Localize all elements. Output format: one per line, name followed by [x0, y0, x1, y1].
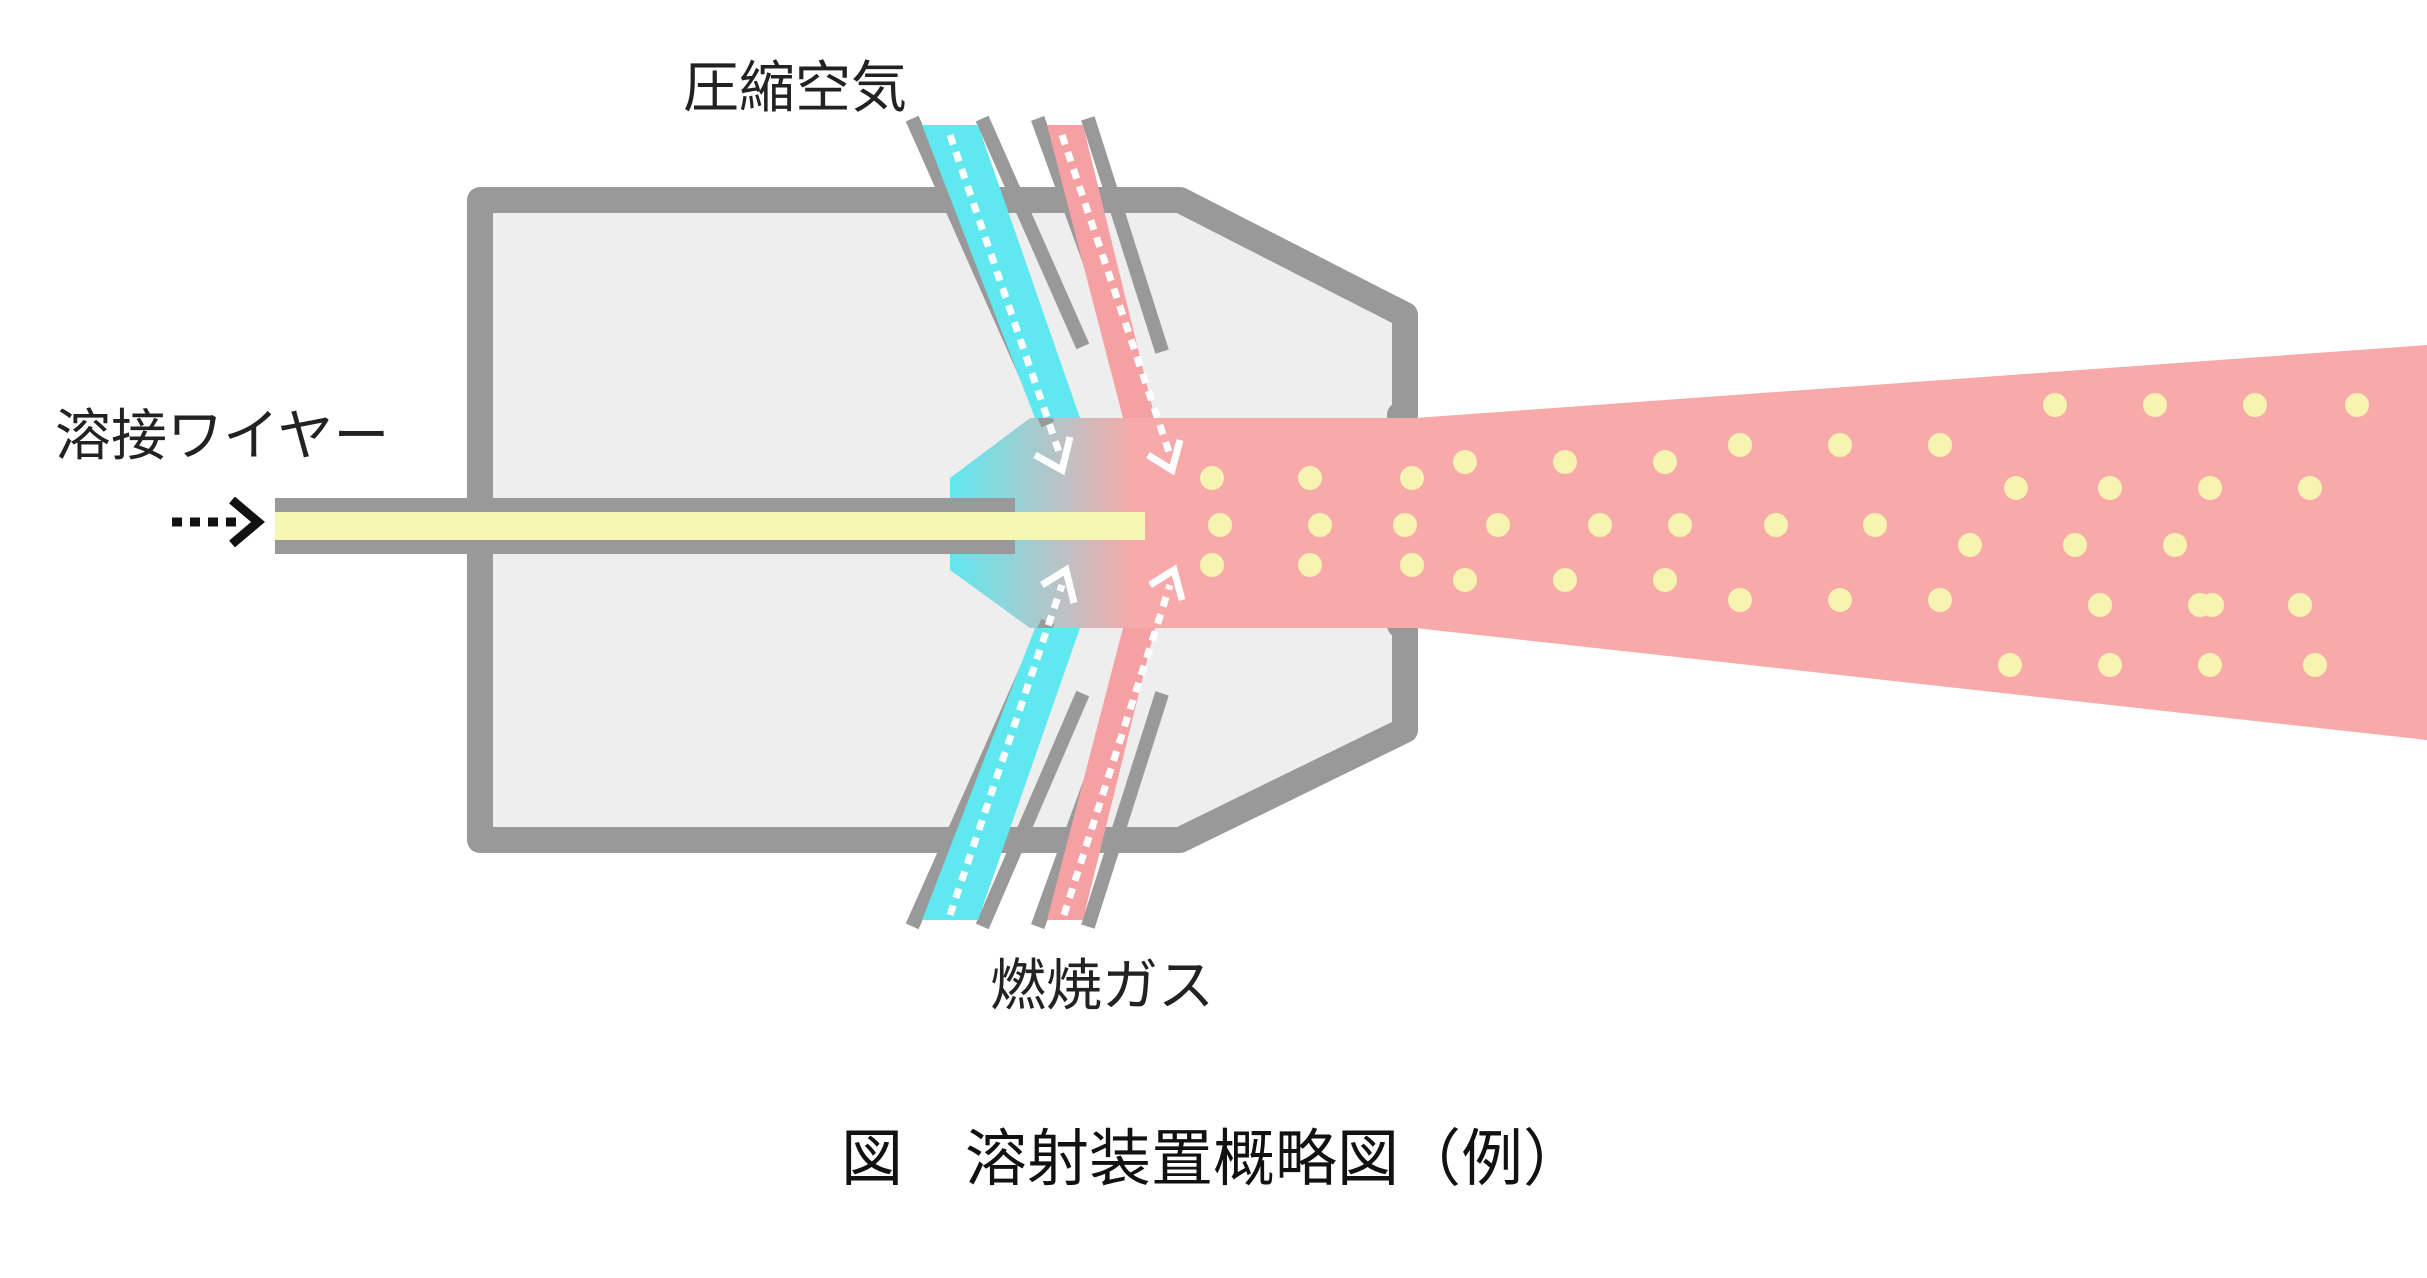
spray-particle [2004, 476, 2028, 500]
spray-particle [1453, 568, 1477, 592]
spray-particle [1668, 513, 1692, 537]
spray-particle [1208, 513, 1232, 537]
spray-particle [1588, 513, 1612, 537]
spray-particle [1298, 466, 1322, 490]
spray-particle [1486, 513, 1510, 537]
spray-particle [1728, 433, 1752, 457]
spray-particle [1958, 533, 1982, 557]
spray-particle [2345, 393, 2369, 417]
spray-particle [2303, 653, 2327, 677]
spray-particle [2143, 393, 2167, 417]
spray-particle [1308, 513, 1332, 537]
spray-particle [2198, 653, 2222, 677]
spray-particle [1928, 433, 1952, 457]
gas-flow-arrow-lower [1060, 583, 1174, 917]
lower-gas-channel [1047, 628, 1155, 920]
upper-air-channel [922, 125, 1080, 418]
figure-caption: 図 溶射装置概略図（例） [841, 1122, 1585, 1195]
spray-particle [1928, 588, 1952, 612]
spray-particle [1998, 653, 2022, 677]
spray-particle [1400, 553, 1424, 577]
spray-particle [1200, 553, 1224, 577]
spray-flame [1130, 345, 2427, 740]
spray-particle [1653, 568, 1677, 592]
spray-particle [2288, 593, 2312, 617]
spray-particle [1393, 513, 1417, 537]
spray-particle [1453, 450, 1477, 474]
upper-gas-channel [1047, 125, 1155, 418]
spray-particle [1728, 588, 1752, 612]
spray-particle [1553, 450, 1577, 474]
spray-particle [1863, 513, 1887, 537]
spray-particle [2298, 476, 2322, 500]
gas-flow-arrow-upper [1058, 133, 1174, 457]
spray-particle [1764, 513, 1788, 537]
spray-particle [2043, 393, 2067, 417]
spray-particle [2163, 533, 2187, 557]
label-welding-wire: 溶接ワイヤー [55, 404, 389, 469]
spray-particle [2243, 393, 2267, 417]
wire-bore-wall-top [275, 498, 1015, 512]
wire-bore-wall-bottom [275, 540, 1015, 554]
spray-particle [2200, 593, 2224, 617]
spray-particle [1400, 466, 1424, 490]
spray-particle [1200, 466, 1224, 490]
spray-particle [1553, 568, 1577, 592]
air-flow-arrow-lower [946, 583, 1066, 917]
dotted-chevron-right-icon [172, 496, 265, 548]
spray-particle [2098, 476, 2122, 500]
spray-particle [2088, 593, 2112, 617]
flow-arrows [946, 133, 1186, 917]
spray-particle [2098, 653, 2122, 677]
spray-particles [1200, 393, 2369, 677]
air-flow-arrow-upper [946, 133, 1064, 457]
spray-particle [1298, 553, 1322, 577]
spray-particle [1828, 588, 1852, 612]
spray-particle [2198, 476, 2222, 500]
spray-particle [2063, 533, 2087, 557]
label-combustion-gas: 燃焼ガス [990, 954, 1214, 1019]
spray-particle [1828, 433, 1852, 457]
welding-wire [275, 512, 1145, 540]
label-compressed-air: 圧縮空気 [683, 56, 907, 121]
spray-particle [1653, 450, 1677, 474]
